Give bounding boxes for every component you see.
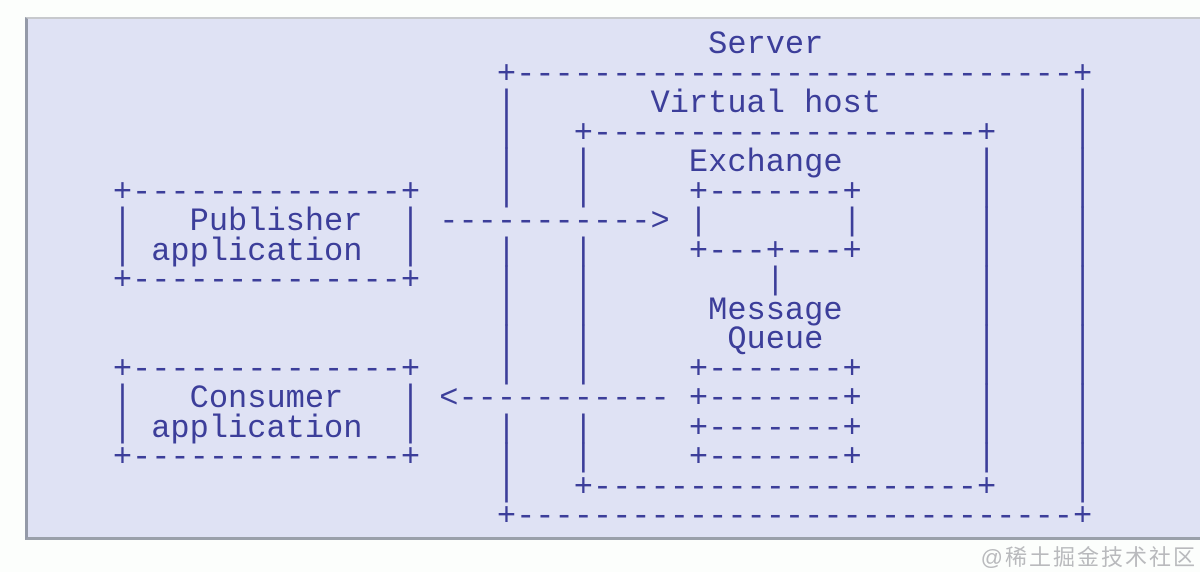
diagram-panel: Server +-----------------------------+ |… [25, 17, 1200, 540]
watermark: @稀土掘金技术社区 [980, 545, 1197, 570]
amqp-ascii-diagram: Server +-----------------------------+ |… [112, 26, 1093, 535]
